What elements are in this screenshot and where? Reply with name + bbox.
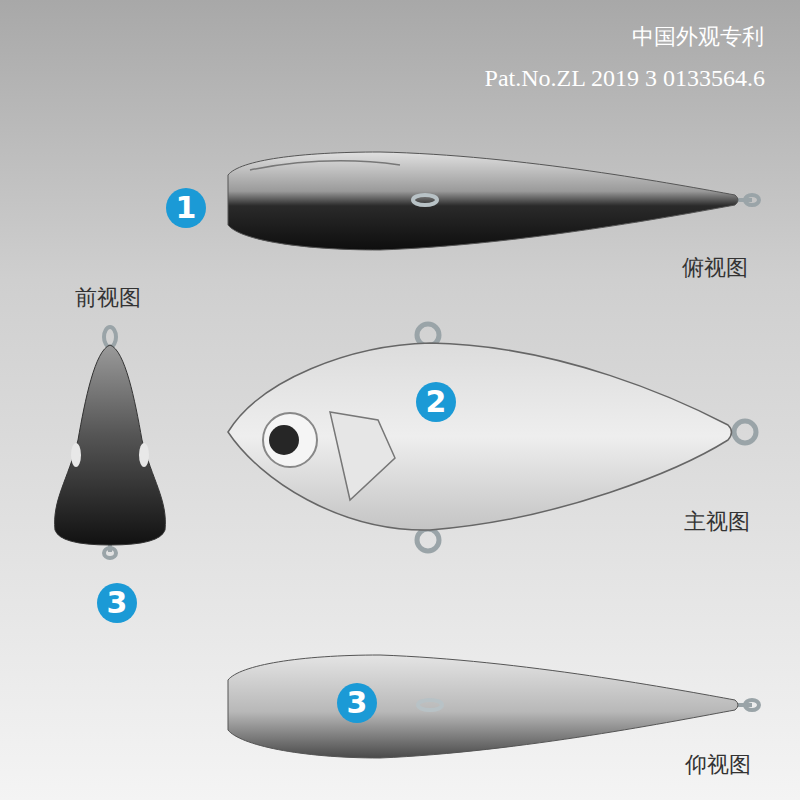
callout-number: 3 (97, 583, 137, 623)
patent-number: Pat.No.ZL 2019 3 0133564.6 (485, 65, 765, 92)
view-name: 仰视图 (685, 750, 751, 780)
callout-number: 1 (166, 188, 206, 228)
view-name: 主视图 (684, 507, 750, 537)
view-name: 俯视图 (682, 253, 748, 283)
top-view (228, 152, 759, 250)
front-view (55, 327, 166, 558)
callout-number: 2 (416, 382, 456, 422)
view-name: 前视图 (75, 283, 141, 313)
bottom-view (228, 655, 759, 758)
patent-heading: 中国外观专利 (632, 22, 764, 52)
callout-number: 3 (337, 683, 377, 723)
side-view (228, 324, 756, 551)
